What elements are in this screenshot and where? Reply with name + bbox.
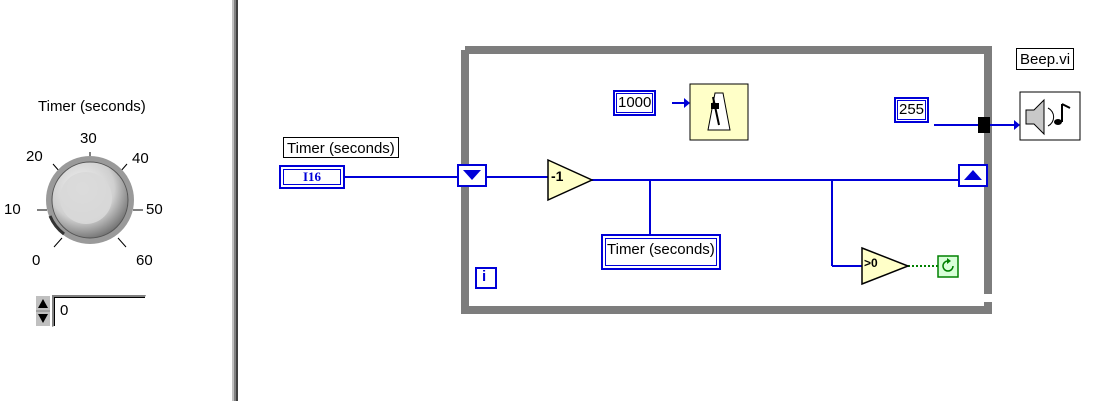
knob-label: Timer (seconds): [38, 98, 146, 115]
timer-digital-display[interactable]: 0: [52, 295, 146, 327]
iteration-label: i: [482, 268, 487, 285]
wait-constant[interactable]: 1000: [613, 90, 657, 116]
knob-tick-40: 40: [132, 150, 149, 167]
control-terminal-label: Timer (seconds): [283, 137, 399, 158]
knob-indicator: [48, 215, 65, 236]
increment-arrow-icon[interactable]: [38, 299, 48, 308]
beep-speaker-icon[interactable]: [1019, 91, 1081, 141]
wait-ms-icon[interactable]: [689, 83, 749, 141]
decrement-node[interactable]: [547, 158, 594, 202]
knob-tick-50: 50: [146, 201, 163, 218]
pane-splitter[interactable]: [232, 0, 238, 401]
timer-knob[interactable]: [0, 120, 232, 280]
loop-condition-icon: [942, 260, 954, 272]
while-loop-frame[interactable]: [465, 46, 992, 296]
compare-label: >0: [864, 256, 878, 270]
timer-indicator-terminal[interactable]: Timer (seconds): [601, 234, 721, 270]
front-panel: Timer (seconds) 0 10 20 30 40 50 60: [0, 0, 232, 401]
knob-tick-20: 20: [26, 148, 43, 165]
knob-tick-60: 60: [136, 252, 153, 269]
beep-constant[interactable]: 255: [894, 97, 930, 123]
decrement-arrow-icon[interactable]: [38, 314, 48, 323]
i16-control-terminal[interactable]: I16: [279, 165, 345, 189]
loop-condition-terminal[interactable]: [937, 255, 959, 278]
loop-tunnel[interactable]: [978, 117, 990, 133]
knob-tick-30: 30: [80, 130, 97, 147]
knob-tick-0: 0: [32, 252, 41, 269]
increment-decrement-stepper[interactable]: [36, 296, 50, 326]
shift-register-up-arrow-icon: [964, 170, 982, 180]
iteration-terminal[interactable]: [475, 267, 497, 289]
beep-subvi-label: Beep.vi: [1016, 48, 1075, 70]
decrement-label: -1: [551, 168, 564, 184]
shift-register-down-arrow-icon: [463, 170, 481, 180]
greater-than-zero-node[interactable]: [861, 246, 911, 286]
knob-tick-10: 10: [4, 201, 21, 218]
